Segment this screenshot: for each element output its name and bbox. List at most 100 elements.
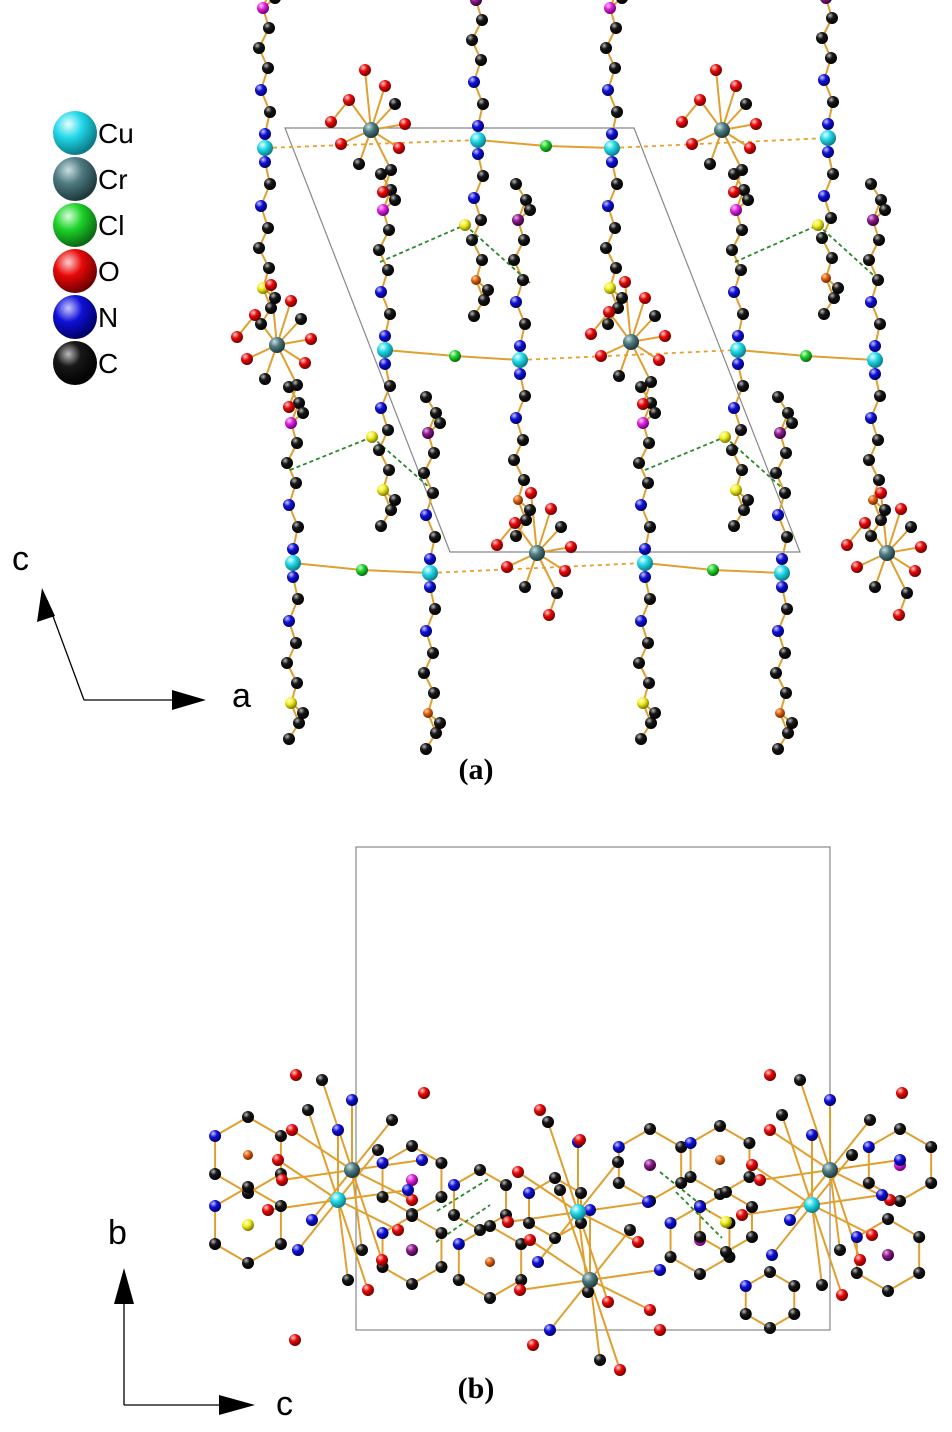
atom-c bbox=[872, 274, 884, 286]
atom-p bbox=[882, 1249, 894, 1261]
atom-c bbox=[434, 417, 446, 429]
atom-cu bbox=[257, 140, 273, 156]
atom-n bbox=[772, 509, 784, 521]
legend-item-cu: Cu bbox=[53, 111, 134, 155]
panel-a-caption: (a) bbox=[459, 753, 494, 786]
atom-c bbox=[429, 531, 441, 543]
atom-c bbox=[518, 234, 530, 246]
bond bbox=[649, 1128, 682, 1148]
atom-c bbox=[782, 407, 794, 419]
legend-label-o: O bbox=[98, 256, 120, 287]
atom-c bbox=[302, 1104, 314, 1116]
atom-o bbox=[896, 1087, 908, 1099]
atom-o bbox=[289, 1334, 301, 1346]
atom-c bbox=[427, 487, 439, 499]
atom-n bbox=[606, 128, 618, 140]
b-axis-arrowhead-icon bbox=[114, 1268, 134, 1304]
atom-cu bbox=[604, 140, 620, 156]
atom-n bbox=[259, 156, 271, 168]
atom-o bbox=[859, 517, 871, 529]
bond bbox=[649, 1182, 682, 1202]
atom-s bbox=[730, 484, 742, 496]
atom-o bbox=[501, 561, 513, 573]
a-axis-arrowhead-icon bbox=[172, 690, 206, 710]
atom-o bbox=[746, 1159, 758, 1171]
atom-c bbox=[475, 54, 487, 66]
atom-c bbox=[375, 168, 387, 180]
atom-p bbox=[470, 0, 482, 6]
atom-c bbox=[524, 204, 536, 216]
atom-m bbox=[285, 417, 297, 429]
atom-c bbox=[406, 1278, 418, 1290]
atom-c bbox=[818, 308, 830, 320]
atom-o bbox=[565, 541, 577, 553]
atom-n bbox=[514, 368, 526, 380]
panel-b-axis-label-b: b bbox=[108, 1214, 127, 1252]
atom-o bbox=[359, 64, 371, 76]
atom-c bbox=[825, 212, 837, 224]
atom-c bbox=[297, 707, 309, 719]
atom-n bbox=[375, 402, 387, 414]
atom-c bbox=[524, 504, 536, 516]
atom-c bbox=[293, 717, 305, 729]
bond bbox=[519, 1279, 591, 1291]
atom-n bbox=[376, 1227, 389, 1239]
atom-c bbox=[434, 717, 446, 729]
atom-c bbox=[269, 292, 281, 304]
atom-c bbox=[613, 370, 625, 382]
atom-cu bbox=[867, 352, 883, 368]
atom-c bbox=[385, 164, 397, 176]
bond bbox=[214, 1243, 249, 1264]
atom-n bbox=[732, 330, 744, 342]
atom-s bbox=[719, 431, 731, 443]
atom-cl bbox=[800, 350, 812, 362]
atom-c bbox=[786, 717, 798, 729]
bond bbox=[281, 1169, 353, 1181]
atom-n bbox=[472, 120, 484, 132]
bond bbox=[351, 1169, 413, 1201]
atom-c bbox=[726, 444, 738, 456]
atom-c bbox=[643, 677, 655, 689]
atom-c bbox=[295, 313, 307, 325]
bond bbox=[361, 569, 431, 574]
atom-cu bbox=[377, 342, 393, 358]
atom-cr bbox=[344, 1162, 360, 1178]
atom-c bbox=[832, 282, 844, 294]
atom-p bbox=[774, 427, 786, 439]
atom-c bbox=[452, 1274, 465, 1286]
atom-o bbox=[283, 401, 295, 413]
hydrogen-bond bbox=[644, 436, 726, 471]
atom-c bbox=[609, 222, 621, 234]
atom-c bbox=[862, 1177, 875, 1189]
bond bbox=[769, 1129, 831, 1171]
atom-o bbox=[249, 309, 261, 321]
atom-o bbox=[262, 1204, 274, 1216]
atom-o bbox=[502, 1216, 514, 1228]
atom-br bbox=[423, 708, 433, 718]
atom-n bbox=[332, 1124, 344, 1136]
atom-o bbox=[736, 1209, 748, 1221]
atom-n bbox=[728, 286, 740, 298]
atom-br bbox=[775, 708, 785, 718]
atom-c bbox=[549, 1172, 561, 1184]
atom-c bbox=[745, 1201, 758, 1213]
atom-cr bbox=[269, 337, 285, 353]
atom-o bbox=[632, 1236, 644, 1248]
panel-a-axis-label-a: a bbox=[232, 677, 251, 715]
atom-n bbox=[452, 1238, 465, 1250]
atom-c bbox=[913, 1267, 926, 1279]
atom-c bbox=[555, 521, 567, 533]
atom-c bbox=[293, 397, 305, 409]
atom-br bbox=[485, 1257, 495, 1267]
atom-c bbox=[740, 98, 752, 110]
atom-cr bbox=[529, 545, 545, 561]
atom-m bbox=[730, 204, 742, 216]
bond bbox=[789, 1169, 831, 1221]
atom-o bbox=[653, 354, 665, 366]
atom-n bbox=[894, 1154, 906, 1166]
atom-c bbox=[574, 1187, 587, 1199]
atom-n bbox=[544, 1324, 556, 1336]
atom-o bbox=[325, 116, 337, 128]
atom-c bbox=[373, 244, 385, 256]
atom-c bbox=[263, 22, 275, 34]
